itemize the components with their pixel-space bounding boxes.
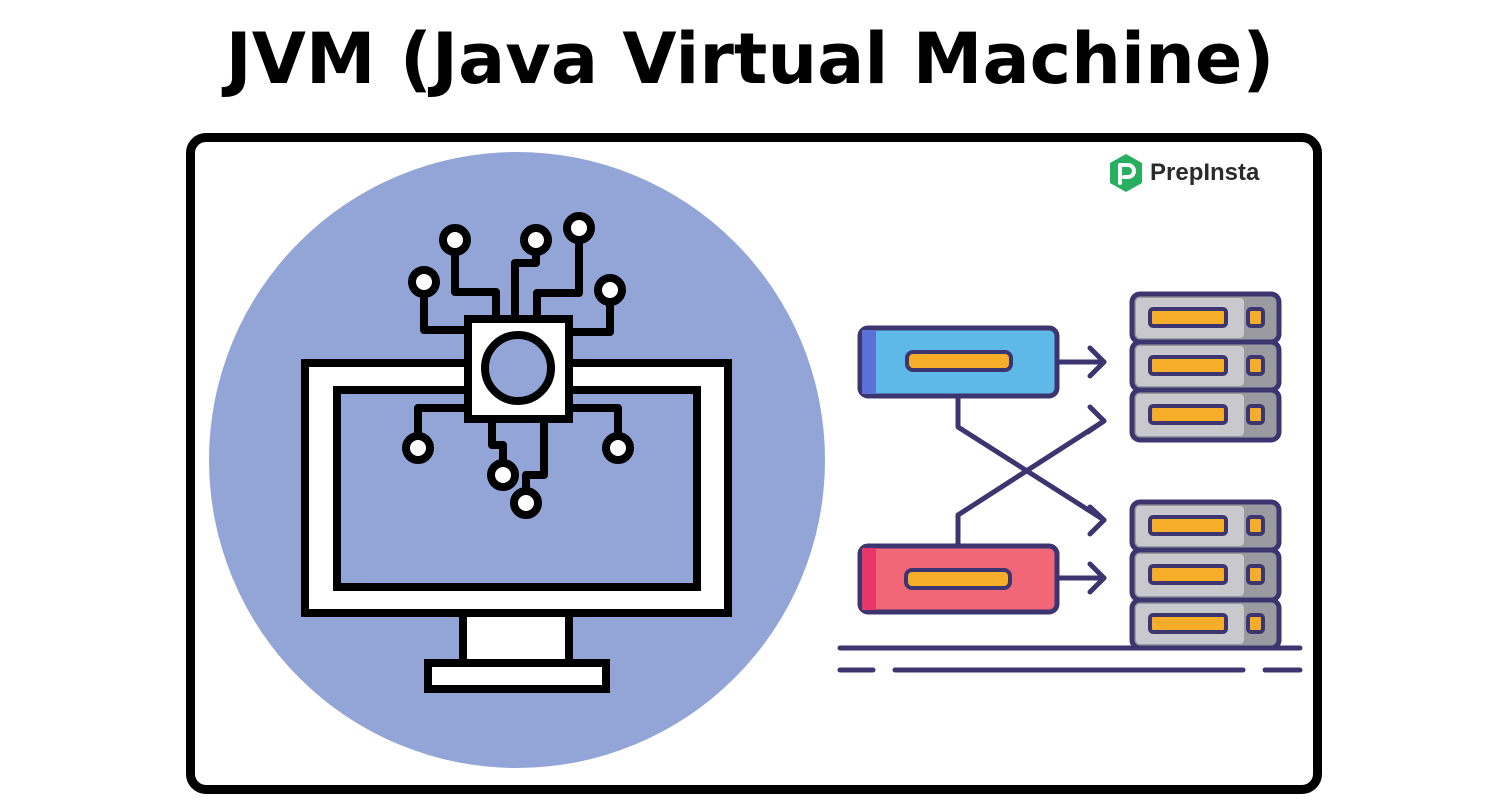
brand-logo: PrepInsta <box>1108 152 1259 194</box>
source-box-blue <box>857 325 1060 399</box>
chip-core <box>481 331 555 405</box>
server-stack-bottom <box>1129 499 1282 651</box>
monitor-base <box>424 659 610 693</box>
monitor-circuit-icon <box>209 152 825 768</box>
page-title: JVM (Java Virtual Machine) <box>225 18 1275 100</box>
ground-lines <box>837 645 1303 673</box>
prepinsta-logo-icon <box>1110 154 1142 192</box>
monitor-stand <box>459 609 573 667</box>
server-routing-icon <box>837 291 1303 673</box>
server-stack-top <box>1129 291 1282 443</box>
source-box-red <box>857 543 1060 615</box>
brand-name: PrepInsta <box>1150 159 1260 186</box>
